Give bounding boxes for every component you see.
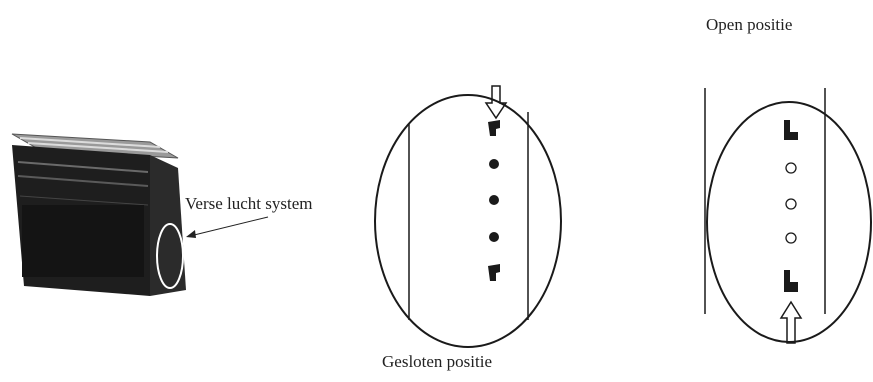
open-position-label: Open positie <box>706 15 792 34</box>
front-panel-line <box>17 175 149 187</box>
vent-hole-closed <box>489 159 499 169</box>
open-view-frame <box>706 101 872 343</box>
front-panel-line <box>19 195 149 206</box>
unit-side-face <box>150 155 186 296</box>
closed-position-label: Gesloten positie <box>382 352 492 371</box>
hollow-arrow-down-icon <box>484 85 508 120</box>
vent-hole-open <box>785 198 797 210</box>
fresh-air-label: Verse lucht system <box>185 194 312 213</box>
leader-arrow <box>186 216 269 238</box>
vent-hole-closed <box>489 232 499 242</box>
side-vent-highlight <box>156 223 184 289</box>
closed-position-view <box>374 85 562 348</box>
grille-line <box>19 137 161 148</box>
vent-hole-open <box>785 232 797 244</box>
vent-hole-closed <box>489 195 499 205</box>
vent-hole-open <box>785 162 797 174</box>
open-position-view <box>704 88 872 344</box>
front-vent <box>22 205 144 277</box>
closed-view-frame <box>374 94 562 348</box>
front-panel-line <box>17 161 149 173</box>
slider-tab-top <box>784 120 798 140</box>
air-conditioner-unit <box>11 133 186 296</box>
grille-line <box>27 142 169 153</box>
hollow-arrow-up-icon <box>779 300 803 344</box>
slider-tab-top <box>488 120 500 136</box>
slider-tab-bottom <box>488 264 500 281</box>
slider-tab-bottom <box>784 270 798 292</box>
